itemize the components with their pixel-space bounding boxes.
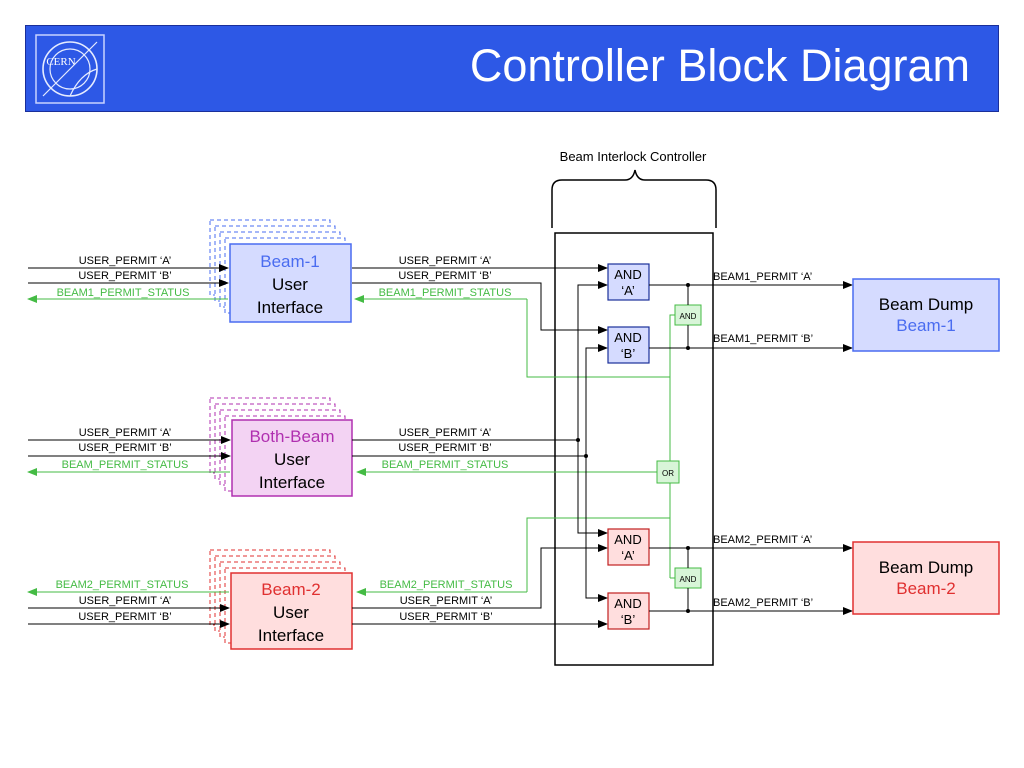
svg-text:AND: AND — [614, 532, 641, 547]
controller-brace — [551, 169, 717, 228]
b2-left-permit-a: USER_PERMIT ‘A’ — [79, 595, 172, 607]
and-gate-beam1-b: AND ‘B’ — [607, 326, 650, 364]
title-bar: CERN Controller Block Diagram — [25, 25, 999, 112]
both-left-status: BEAM_PERMIT_STATUS — [62, 459, 189, 471]
beam-dump-1-title: Beam Dump — [879, 295, 973, 314]
both-right-status: BEAM_PERMIT_STATUS — [382, 459, 509, 471]
controller-label: Beam Interlock Controller — [560, 149, 707, 164]
both-interface-name: Both-Beam — [249, 427, 334, 446]
beam1-interface-name: Beam-1 — [260, 252, 320, 271]
svg-text:OR: OR — [662, 469, 674, 478]
svg-text:AND: AND — [614, 596, 641, 611]
svg-text:‘B’: ‘B’ — [621, 612, 636, 627]
status-or-gate: OR — [656, 460, 680, 484]
page-title: Controller Block Diagram — [469, 40, 970, 91]
svg-text:AND: AND — [680, 575, 697, 584]
both-left-permit-b: USER_PERMIT ‘B’ — [78, 442, 171, 454]
both-interface-line1: User — [274, 450, 310, 469]
b2-left-permit-b: USER_PERMIT ‘B’ — [78, 611, 171, 623]
beam1-interface-line2: Interface — [257, 298, 323, 317]
status-and-gate-beam1: AND — [674, 304, 702, 326]
b1-left-permit-a: USER_PERMIT ‘A’ — [79, 255, 172, 267]
b2-right-permit-b: USER_PERMIT ‘B’ — [399, 611, 492, 623]
b2-right-status: BEAM2_PERMIT_STATUS — [380, 579, 513, 591]
beam2-interface-name: Beam-2 — [261, 580, 321, 599]
b1-left-permit-b: USER_PERMIT ‘B’ — [78, 270, 171, 282]
status-and-gate-beam2: AND — [674, 567, 702, 589]
b1-right-permit-a: USER_PERMIT ‘A’ — [399, 255, 492, 267]
output-beam1-a: BEAM1_PERMIT ‘A’ — [713, 271, 812, 283]
b1-right-permit-b: USER_PERMIT ‘B’ — [398, 270, 491, 282]
and-gate-beam2-a: AND ‘A’ — [607, 528, 650, 566]
b2-right-permit-a: USER_PERMIT ‘A’ — [400, 595, 493, 607]
both-interface-line2: Interface — [259, 473, 325, 492]
beam-dump-2-title: Beam Dump — [879, 558, 973, 577]
cern-logo: CERN — [35, 34, 105, 104]
svg-text:‘B’: ‘B’ — [621, 346, 636, 361]
output-beam2-b: BEAM2_PERMIT ‘B’ — [713, 597, 813, 609]
output-beam1-b: BEAM1_PERMIT ‘B’ — [713, 333, 813, 345]
beam2-interface-box — [230, 572, 353, 650]
beam-dump-2-box — [852, 541, 1000, 615]
beam-dump-1-sub: Beam-1 — [896, 316, 956, 335]
logo-text: CERN — [46, 56, 75, 68]
both-right-permit-a: USER_PERMIT ‘A’ — [399, 427, 492, 439]
beam1-interface-box — [229, 243, 352, 323]
b1-right-status: BEAM1_PERMIT_STATUS — [379, 287, 512, 299]
svg-text:‘A’: ‘A’ — [621, 548, 635, 563]
svg-text:AND: AND — [614, 330, 641, 345]
svg-text:‘A’: ‘A’ — [621, 283, 635, 298]
b2-left-status: BEAM2_PERMIT_STATUS — [56, 579, 189, 591]
beam1-interface-line1: User — [272, 275, 308, 294]
svg-text:AND: AND — [680, 312, 697, 321]
and-gate-beam1-a: AND ‘A’ — [607, 263, 650, 301]
beam2-interface-line2: Interface — [258, 626, 324, 645]
beam-dump-2-sub: Beam-2 — [896, 579, 956, 598]
b1-left-status: BEAM1_PERMIT_STATUS — [57, 287, 190, 299]
beam-dump-1-box — [852, 278, 1000, 352]
and-gate-beam2-b: AND ‘B’ — [607, 592, 650, 630]
both-left-permit-a: USER_PERMIT ‘A’ — [79, 427, 172, 439]
svg-text:AND: AND — [614, 267, 641, 282]
output-beam2-a: BEAM2_PERMIT ‘A’ — [713, 534, 812, 546]
both-right-permit-b: USER_PERMIT ‘B’ — [398, 442, 491, 454]
beam2-interface-line1: User — [273, 603, 309, 622]
both-interface-box — [231, 419, 353, 497]
